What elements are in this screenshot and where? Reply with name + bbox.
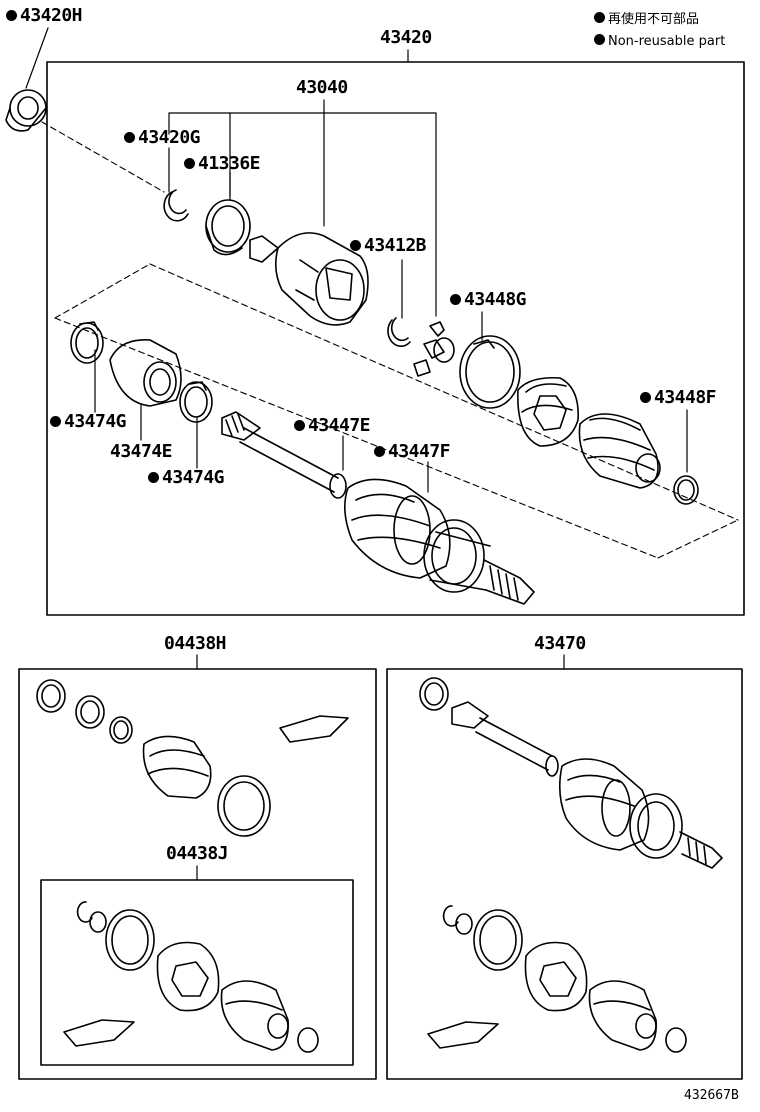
- label-43420H[interactable]: 43420H: [6, 6, 83, 26]
- label-43447F[interactable]: 43447F: [374, 442, 451, 462]
- bullet-icon: [594, 12, 605, 23]
- legend-text-jp: 再使用不可部品: [608, 12, 700, 27]
- legend-text-en: Non-reusable part: [608, 34, 726, 49]
- bullet-icon: [184, 158, 195, 169]
- label-04438H[interactable]: 04438H: [164, 633, 227, 654]
- bullet-icon: [148, 472, 159, 483]
- label-43420[interactable]: 43420: [380, 27, 432, 48]
- label-43040[interactable]: 43040: [296, 77, 348, 98]
- label-43447E[interactable]: 43447E: [294, 416, 371, 436]
- part-43420H-drawing: [5, 89, 47, 132]
- frame-43420: [46, 61, 745, 616]
- bullet-icon: [6, 10, 17, 21]
- bullet-icon: [124, 132, 135, 143]
- label-43474G-bottom[interactable]: 43474G: [148, 468, 225, 488]
- bullet-icon: [294, 420, 305, 431]
- kit-04438H-drawing: [36, 679, 349, 1053]
- upper-assembly-drawing: [70, 189, 699, 605]
- kit-43470-drawing: [419, 677, 723, 1053]
- label-43448F[interactable]: 43448F: [640, 388, 717, 408]
- bullet-icon: [594, 34, 605, 45]
- label-43448G[interactable]: 43448G: [450, 290, 527, 310]
- legend-line-1: 再使用不可部品: [594, 12, 699, 28]
- bullet-icon: [450, 294, 461, 305]
- bullet-icon: [374, 446, 385, 457]
- label-43474E[interactable]: 43474E: [110, 441, 173, 462]
- bullet-icon: [640, 392, 651, 403]
- label-43412B[interactable]: 43412B: [350, 236, 427, 256]
- label-43474G-left[interactable]: 43474G: [50, 412, 127, 432]
- label-41336E[interactable]: 41336E: [184, 154, 261, 174]
- legend-line-2: Non-reusable part: [594, 34, 725, 50]
- bullet-icon: [50, 416, 61, 427]
- illustration-id: 432667B: [684, 1088, 739, 1103]
- label-04438J[interactable]: 04438J: [166, 843, 229, 864]
- frame-43470: [386, 668, 743, 1080]
- bullet-icon: [350, 240, 361, 251]
- label-43470[interactable]: 43470: [534, 633, 586, 654]
- label-43420G[interactable]: 43420G: [124, 128, 201, 148]
- frame-04438J: [40, 879, 354, 1066]
